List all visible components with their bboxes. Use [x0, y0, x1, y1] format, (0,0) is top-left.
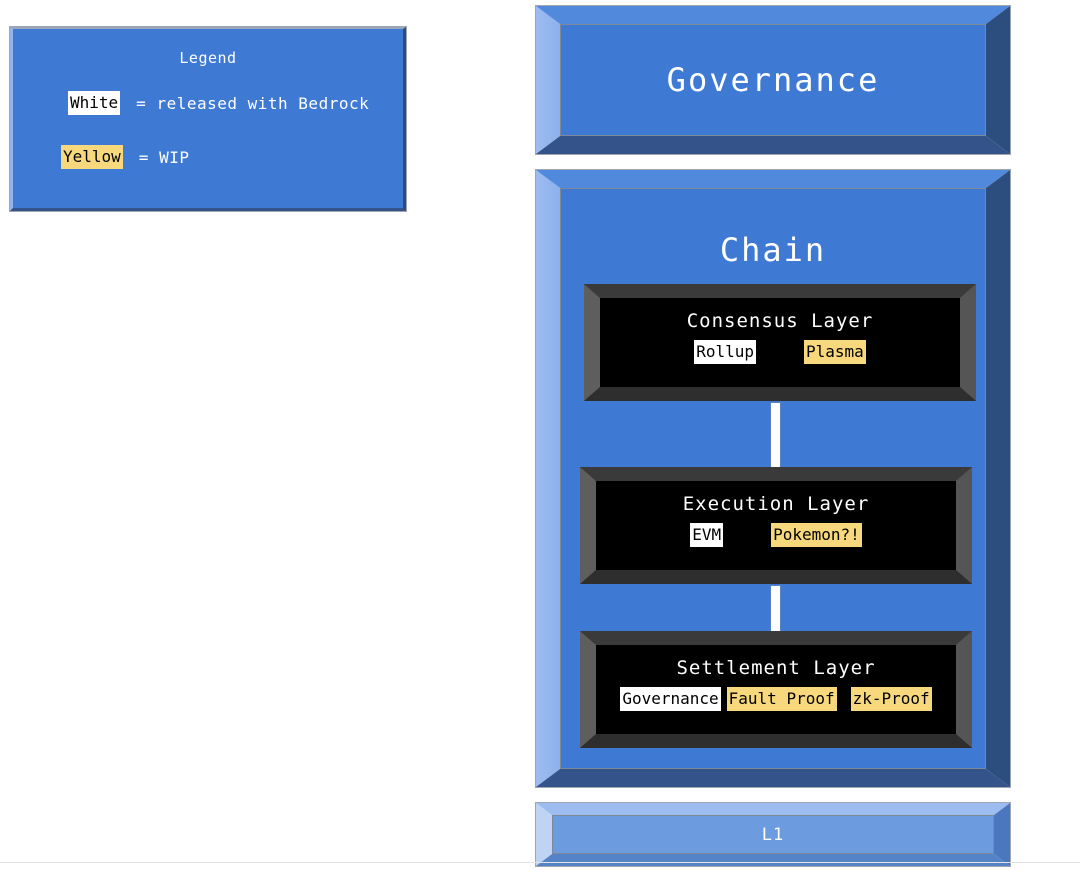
legend-title: Legend [179, 49, 237, 67]
legend-row-yellow: Yellow = WIP [61, 145, 403, 169]
legend-text-white: = released with Bedrock [136, 93, 370, 113]
legend-text-yellow: = WIP [138, 147, 190, 167]
l1-bevel-right [994, 803, 1010, 866]
governance-bevel-top [536, 6, 1010, 24]
tag-pokemon: Pokemon?! [771, 523, 862, 547]
consensus-bevel-bottom [584, 387, 976, 401]
consensus-layer-title: Consensus Layer [686, 310, 874, 332]
consensus-bevel-right [960, 284, 976, 401]
execution-face: Execution Layer EVM Pokemon?! [596, 481, 956, 570]
consensus-layer-box: Consensus Layer Rollup Plasma [584, 284, 976, 401]
tag-fault-proof: Fault Proof [726, 687, 837, 711]
settlement-layer-box: Settlement Layer Governance Fault Proof … [580, 631, 972, 748]
connector-execution-settlement [771, 586, 780, 632]
execution-layer-box: Execution Layer EVM Pokemon?! [580, 467, 972, 584]
consensus-face: Consensus Layer Rollup Plasma [600, 298, 960, 387]
execution-bevel-bottom [580, 570, 972, 584]
l1-face: L1 [552, 815, 994, 854]
governance-title: Governance [666, 61, 880, 99]
legend-tag-white: White [68, 91, 121, 115]
l1-bevel-top [536, 803, 1010, 815]
execution-bevel-left [580, 467, 596, 584]
tag-governance: Governance [620, 687, 721, 711]
l1-title: L1 [761, 824, 785, 845]
bottom-divider [0, 862, 1080, 863]
consensus-bevel-top [584, 284, 976, 298]
consensus-tag-row: Rollup Plasma [600, 340, 960, 364]
tag-plasma: Plasma [804, 340, 866, 364]
legend-panel: Legend White = released with Bedrock Yel… [9, 26, 407, 212]
settlement-layer-title: Settlement Layer [676, 657, 876, 679]
chain-bevel-left [536, 170, 560, 787]
execution-layer-title: Execution Layer [682, 493, 870, 515]
execution-tag-row: EVM Pokemon?! [596, 523, 956, 547]
settlement-tag-row: Governance Fault Proof zk-Proof [596, 687, 956, 711]
chain-bevel-bottom [536, 769, 1010, 787]
settlement-face: Settlement Layer Governance Fault Proof … [596, 645, 956, 734]
settlement-bevel-bottom [580, 734, 972, 748]
execution-bevel-right [956, 467, 972, 584]
l1-bar: L1 [535, 802, 1011, 867]
governance-face: Governance [560, 24, 986, 136]
tag-zk-proof: zk-Proof [850, 687, 932, 711]
chain-bevel-right [986, 170, 1010, 787]
settlement-bevel-left [580, 631, 596, 748]
execution-bevel-top [580, 467, 972, 481]
chain-bevel-top [536, 170, 1010, 188]
settlement-bevel-right [956, 631, 972, 748]
governance-box: Governance [535, 5, 1011, 155]
tag-evm: EVM [690, 523, 724, 547]
l1-bevel-left [536, 803, 552, 866]
legend-row-white: White = released with Bedrock [68, 91, 403, 115]
governance-bevel-left [536, 6, 560, 154]
legend-tag-yellow: Yellow [61, 145, 123, 169]
governance-bevel-bottom [536, 136, 1010, 154]
tag-rollup: Rollup [694, 340, 756, 364]
l1-bevel-bottom [536, 854, 1010, 866]
settlement-bevel-top [580, 631, 972, 645]
governance-bevel-right [986, 6, 1010, 154]
chain-title: Chain [719, 231, 827, 269]
consensus-bevel-left [584, 284, 600, 401]
connector-consensus-execution [771, 403, 780, 467]
